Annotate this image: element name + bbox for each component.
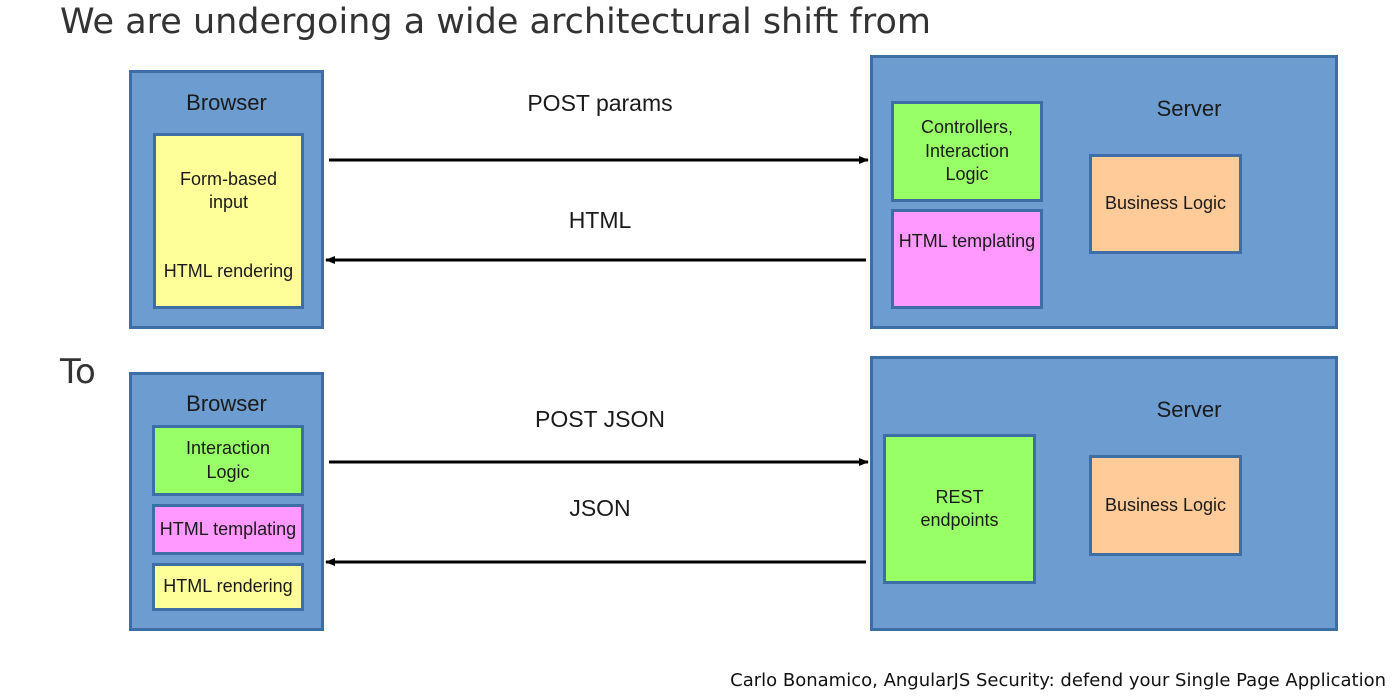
after-business-label: Business Logic bbox=[1104, 494, 1227, 515]
credit-line: Carlo Bonamico, AngularJS Security: defe… bbox=[730, 670, 1386, 691]
rest-endpoints-label: REST endpoints bbox=[920, 486, 999, 530]
json-response-label: JSON bbox=[569, 495, 631, 521]
before-business-label: Business Logic bbox=[1104, 193, 1227, 214]
html-response-label: HTML bbox=[568, 207, 632, 233]
to-label: To bbox=[60, 352, 96, 392]
interaction-logic-label: Interaction Logic bbox=[185, 438, 271, 482]
after-templating-label: HTML templating bbox=[159, 518, 297, 539]
after-server-title: Server bbox=[1156, 397, 1222, 422]
before-server-title: Server bbox=[1156, 96, 1222, 121]
after-rendering-box: HTML rendering bbox=[152, 563, 304, 611]
before-templating-label: HTML templating bbox=[898, 231, 1036, 251]
before-templating-box: HTML templating bbox=[891, 209, 1043, 309]
after-browser-title: Browser bbox=[186, 391, 267, 416]
slide-title: We are undergoing a wide architectural s… bbox=[60, 2, 931, 42]
before-controllers-box: Controllers, Interaction Logic bbox=[891, 101, 1043, 202]
before-html-rendering-label: HTML rendering bbox=[163, 261, 294, 281]
post-params-label: POST params bbox=[527, 90, 673, 116]
after-interaction-box: Interaction Logic bbox=[152, 425, 304, 496]
before-browser-app-box: Form-based input HTML rendering bbox=[153, 133, 304, 309]
post-json-label: POST JSON bbox=[535, 406, 665, 432]
rest-endpoints-box: REST endpoints bbox=[883, 434, 1036, 584]
before-browser-title: Browser bbox=[186, 90, 267, 115]
after-business-box: Business Logic bbox=[1089, 455, 1242, 556]
form-based-input-label: Form-based input bbox=[179, 169, 278, 213]
after-rendering-label: HTML rendering bbox=[163, 576, 293, 597]
controllers-label: Controllers, Interaction Logic bbox=[920, 117, 1014, 185]
before-business-box: Business Logic bbox=[1089, 154, 1242, 254]
after-templating-box: HTML templating bbox=[152, 504, 304, 555]
